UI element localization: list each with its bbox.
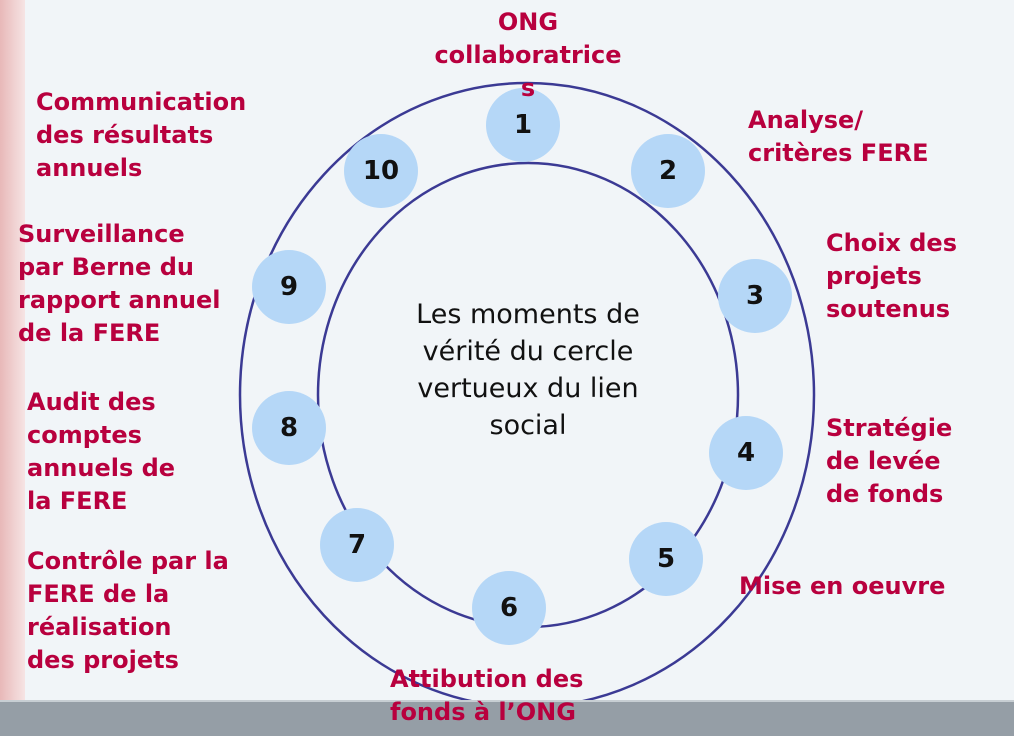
- step-node-8: 8: [252, 391, 326, 465]
- step-label-7: Contrôle par la FERE de la réalisation d…: [27, 547, 229, 674]
- step-node-4: 4: [709, 416, 783, 490]
- step-node-3: 3: [718, 259, 792, 333]
- step-node-2: 2: [631, 134, 705, 208]
- step-node-6: 6: [472, 571, 546, 645]
- step-node-10: 10: [344, 134, 418, 208]
- step-node-7: 7: [320, 508, 394, 582]
- left-edge-strip: [0, 0, 25, 700]
- step-label-2: Analyse/ critères FERE: [748, 106, 929, 167]
- step-node-1: 1: [486, 88, 560, 162]
- step-label-4: Stratégie de levée de fonds: [826, 414, 953, 508]
- step-label-3: Choix des projets soutenus: [826, 229, 957, 323]
- step-label-5: Mise en oeuvre: [739, 572, 946, 600]
- center-title: Les moments de vérité du cercle vertueux…: [416, 299, 640, 441]
- step-label-9: Surveillance par Berne du rapport annuel…: [18, 220, 221, 347]
- step-node-9: 9: [252, 250, 326, 324]
- step-label-8: Audit des comptes annuels de la FERE: [27, 388, 176, 515]
- bottom-bar: [0, 700, 1014, 736]
- step-label-6: Attibution des fonds à l’ONG: [390, 665, 584, 726]
- step-label-1: ONG collaboratrice s: [434, 8, 622, 102]
- step-node-5: 5: [629, 522, 703, 596]
- step-label-10: Communication des résultats annuels: [36, 88, 247, 182]
